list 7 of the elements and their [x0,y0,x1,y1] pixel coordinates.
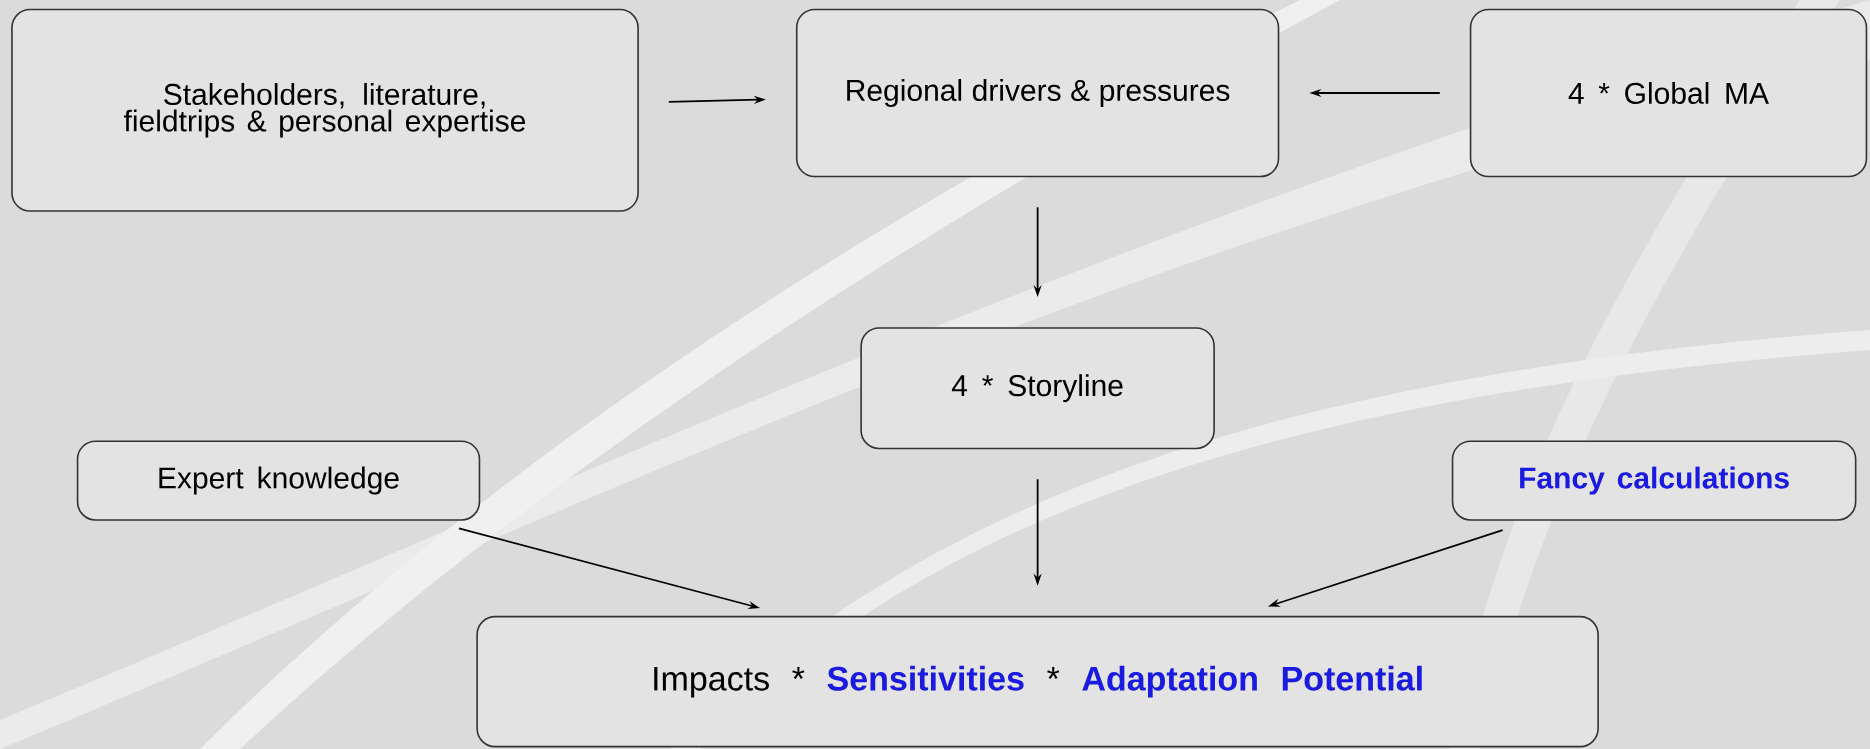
process-box: Impacts *Sensitivities* Adaptation Potential [476,615,1599,748]
process-box: 4 * Storyline [860,327,1215,450]
process-box: Stakeholders, literature, fieldtrips & personal expertise [11,8,639,212]
process-box: Fancy calculations [1451,440,1857,521]
process-box: Expert knowledge [76,440,481,521]
process-box: 4 * Global MA [1469,8,1868,178]
process-box: Regional drivers & pressures [795,8,1280,178]
